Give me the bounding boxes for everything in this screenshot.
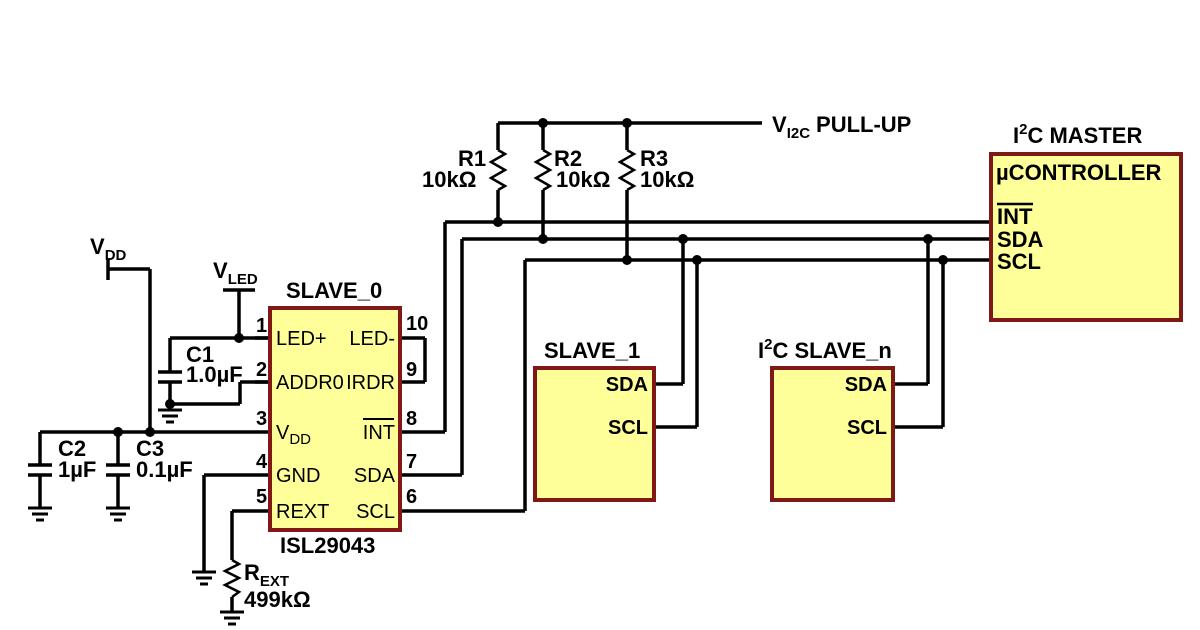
junction-dot — [234, 333, 244, 343]
ground-icon — [220, 610, 244, 626]
slaven-pin-sda: SDA — [845, 374, 887, 396]
slave0-pin-scl: SCL — [356, 501, 395, 523]
slave0-pin-rext: REXT — [276, 501, 329, 523]
resistor-rext — [222, 558, 242, 599]
pin-number: 7 — [406, 451, 417, 473]
slaven-chip — [770, 366, 895, 502]
resistor-r2 — [533, 148, 553, 192]
junction-dot — [692, 255, 702, 265]
master-pin-scl: SCL — [997, 249, 1041, 274]
junction-dot — [923, 234, 933, 244]
master-pin-int: INT — [997, 204, 1033, 229]
slave0-pin-irdr: IRDR — [346, 372, 395, 394]
r3-name: R3 — [640, 146, 668, 171]
slaven-title: I2C SLAVE_n — [758, 336, 892, 363]
master-name: µCONTROLLER — [996, 160, 1162, 185]
c2-name: C2 — [58, 436, 86, 461]
pin-number: 4 — [256, 451, 268, 473]
pin-number: 5 — [256, 486, 267, 508]
slave1-title: SLAVE_1 — [544, 338, 640, 363]
c3-value: 0.1µF — [136, 457, 193, 482]
r3-value: 10kΩ — [640, 167, 694, 192]
r1-value: 10kΩ — [422, 167, 476, 192]
c3-name: C3 — [136, 436, 164, 461]
junction-dots — [113, 118, 948, 437]
junction-dot — [113, 427, 123, 437]
ground-icon — [192, 570, 216, 586]
junction-dot — [538, 234, 548, 244]
junction-dot — [538, 118, 548, 128]
c1-name: C1 — [186, 342, 214, 367]
slave1-pin-sda: SDA — [606, 374, 648, 396]
resistor-r3 — [617, 148, 637, 192]
master-chip — [989, 152, 1183, 322]
vled-label: VLED — [213, 258, 258, 288]
slave0-pin-addr0: ADDR0 — [276, 372, 344, 394]
slave0-title: SLAVE_0 — [286, 278, 382, 303]
junction-dot — [165, 399, 175, 409]
slave0-pin-led-minus: LED- — [349, 328, 395, 350]
rext-value: 499kΩ — [244, 587, 311, 612]
slaven-pin-scl: SCL — [847, 417, 887, 439]
junction-dot — [678, 234, 688, 244]
junction-dot — [938, 255, 948, 265]
slave1-chip — [533, 366, 656, 502]
pin-number: 9 — [406, 359, 417, 381]
r2-value: 10kΩ — [556, 167, 610, 192]
wires — [28, 121, 993, 612]
slave0-pin-led-plus: LED+ — [276, 328, 327, 350]
slave1-pin-scl: SCL — [608, 417, 648, 439]
ground-icon — [106, 506, 130, 522]
slave0-pin-vdd: VDD — [276, 422, 311, 448]
junction-dot — [622, 255, 632, 265]
ground-icon — [28, 506, 52, 522]
slave0-part: ISL29043 — [280, 533, 375, 558]
c1-value: 1.0µF — [186, 362, 243, 387]
pin-number: 8 — [406, 408, 417, 430]
slave0-pin-gnd: GND — [276, 465, 320, 487]
pin-number: 10 — [406, 313, 428, 335]
resistor-r1 — [488, 148, 508, 192]
junction-dot — [622, 118, 632, 128]
pin-number: 3 — [256, 408, 267, 430]
ground-icon — [158, 408, 182, 424]
rext-name: REXT — [244, 560, 289, 590]
master-title: I2C MASTER — [1013, 121, 1142, 148]
junction-dot — [145, 427, 155, 437]
pin-number: 6 — [406, 486, 417, 508]
r2-name: R2 — [554, 146, 582, 171]
slave0-pin-int: INT — [363, 422, 395, 444]
r1-name: R1 — [458, 146, 486, 171]
slave0-pin-sda: SDA — [354, 465, 396, 487]
pin-number: 1 — [256, 315, 267, 337]
vdd-label: VDD — [90, 234, 127, 264]
pin-number: 2 — [256, 359, 267, 381]
c2-value: 1µF — [58, 457, 96, 482]
junction-dot — [493, 217, 503, 227]
master-pin-sda: SDA — [997, 227, 1044, 252]
